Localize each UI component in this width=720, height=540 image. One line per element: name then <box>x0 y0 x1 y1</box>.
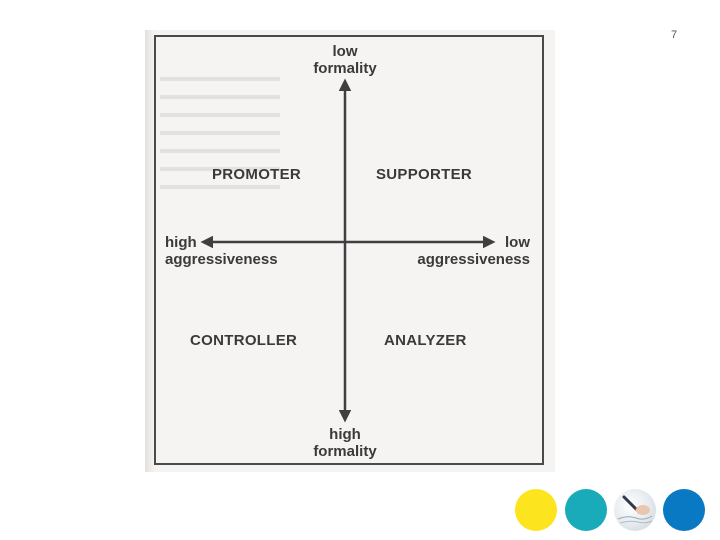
teal-circle <box>565 489 607 531</box>
quadrant-analyzer: ANALYZER <box>384 332 467 349</box>
axis-label-bottom: high formality <box>300 426 390 460</box>
axis-label-left-line1: high <box>165 234 197 251</box>
axis-label-right-line1: low <box>505 234 530 251</box>
page-number: 7 <box>670 29 678 41</box>
quadrant-supporter: SUPPORTER <box>376 166 473 183</box>
scan-edge-shadow <box>145 30 155 472</box>
axis-label-top: low formality <box>300 43 390 77</box>
bleed-through-text <box>160 68 280 198</box>
pen-writing-graphic <box>617 495 653 524</box>
quadrant-controller: CONTROLLER <box>190 332 298 349</box>
axis-label-left-line2: aggressiveness <box>165 251 278 268</box>
yellow-circle <box>515 489 557 531</box>
quadrant-promoter: PROMOTER <box>212 166 302 183</box>
axis-label-bottom-line1: high <box>329 426 361 443</box>
figure-frame <box>154 35 544 465</box>
axis-label-top-line2: formality <box>313 60 377 77</box>
blue-circle <box>663 489 705 531</box>
axis-label-bottom-line2: formality <box>313 443 377 460</box>
axis-label-left: high aggressiveness <box>165 234 278 268</box>
axis-label-right-line2: aggressiveness <box>417 251 530 268</box>
axis-label-top-line1: low <box>332 43 358 60</box>
scanned-figure <box>145 30 555 472</box>
axis-label-right: low aggressiveness <box>390 234 530 268</box>
pen-writing-icon <box>614 489 656 531</box>
